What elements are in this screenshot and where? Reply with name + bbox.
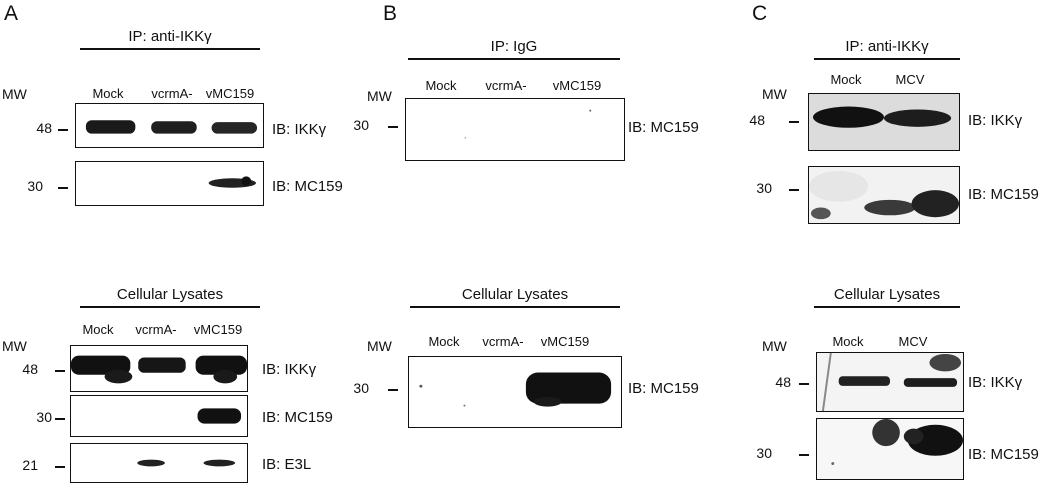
panel-c-lysate-mw-30-tick [799, 454, 809, 456]
panel-a-lysate-ib-e3l: IB: E3L [262, 456, 312, 473]
panel-c-ip-mw-30-tick [789, 189, 799, 191]
panel-b-ip-header: IP: IgG [490, 38, 538, 55]
panel-a-lysate-mw-48: 48 [22, 361, 38, 377]
panel-c-lysate-rule [814, 306, 960, 308]
panel-a-ip-lane-mock: Mock [92, 86, 124, 101]
panel-c-ip-blot-mc159 [808, 166, 960, 224]
panel-c-ip-mw-30: 30 [756, 180, 772, 196]
panel-b-lysate-lane-mock: Mock [428, 334, 460, 349]
panel-c-lysate-blot-mc159 [816, 418, 964, 480]
panel-b-ip-mw-30: 30 [353, 117, 369, 133]
panel-a-lysate-blot-mc159 [70, 395, 248, 437]
panel-a-ip-blot-ikkg [75, 103, 264, 148]
panel-a-ip-lane-vmc159: vMC159 [205, 86, 255, 101]
panel-a-lysate-lane-mock: Mock [82, 322, 114, 337]
panel-c-ip-ib-ikkg: IB: IKKγ [968, 112, 1023, 129]
panel-c-lysate-mw-48-tick [799, 383, 809, 385]
panel-a-lysate-header: Cellular Lysates [116, 286, 224, 303]
panel-b-lysate-mw-label: MW [367, 338, 392, 354]
panel-a-letter: A [4, 2, 19, 25]
panel-c-ip-lane-mcv: MCV [895, 72, 925, 87]
panel-a-lysate-ib-ikkg: IB: IKKγ [262, 361, 317, 378]
panel-b-ip-mw-label: MW [367, 88, 392, 104]
panel-b-ip-lane-mock: Mock [425, 78, 457, 93]
panel-c-ip-header: IP: anti-IKKγ [845, 38, 929, 55]
panel-a-ip-lane-vcrma: vcrmA- [151, 86, 193, 101]
panel-b-ip-blot-mc159 [405, 98, 625, 161]
panel-b-ip-lane-vcrma: vcrmA- [485, 78, 527, 93]
panel-b-ip-ib-mc159: IB: MC159 [628, 119, 699, 136]
panel-a-lysate-blot-ikkg [70, 345, 248, 392]
panel-c-lysate-header: Cellular Lysates [833, 286, 941, 303]
panel-c-lysate-mw-48: 48 [775, 374, 791, 390]
panel-a-lysate-mw-label: MW [2, 338, 27, 354]
panel-c-ip-mw-48-tick [789, 121, 799, 123]
panel-a-lysate-mw-21-tick [55, 466, 65, 468]
panel-c-ip-ib-mc159: IB: MC159 [968, 186, 1039, 203]
panel-a-lysate-mw-21: 21 [22, 457, 38, 473]
panel-a-ip-ib-ikkg: IB: IKKγ [272, 121, 327, 138]
panel-a-lysate-mw-48-tick [55, 370, 65, 372]
panel-b-ip-lane-vmc159: vMC159 [552, 78, 602, 93]
panel-b-letter: B [383, 2, 398, 25]
panel-c-lysate-lane-mcv: MCV [898, 334, 928, 349]
panel-a-lysate-mw-30: 30 [36, 409, 52, 425]
panel-c-ip-rule [814, 58, 960, 60]
panel-a-ip-blot-mc159 [75, 161, 264, 206]
panel-a-ip-mw-label: MW [2, 86, 27, 102]
panel-a-ip-mw-48-tick [58, 129, 68, 131]
panel-c-lysate-blot-ikkg [816, 352, 964, 412]
panel-c-lysate-lane-mock: Mock [832, 334, 864, 349]
panel-b-lysate-rule [410, 306, 620, 308]
panel-c-lysate-ib-mc159: IB: MC159 [968, 446, 1039, 463]
panel-c-ip-mw-label: MW [762, 86, 787, 102]
panel-c-ip-lane-mock: Mock [830, 72, 862, 87]
panel-a-lysate-mw-30-tick [55, 418, 65, 420]
panel-a-ip-mw-30: 30 [27, 178, 43, 194]
panel-c-ip-mw-48: 48 [749, 112, 765, 128]
panel-c-lysate-ib-ikkg: IB: IKKγ [968, 374, 1023, 391]
panel-b-lysate-mw-30-tick [388, 389, 398, 391]
panel-b-ip-rule [408, 58, 620, 60]
panel-a-ip-header: IP: anti-IKKγ [128, 28, 212, 45]
panel-c-lysate-mw-label: MW [762, 338, 787, 354]
panel-a-lysate-blot-e3l [70, 443, 248, 483]
panel-b-lysate-blot-mc159 [408, 356, 622, 428]
panel-c-ip-blot-ikkg [808, 93, 960, 151]
panel-b-lysate-header: Cellular Lysates [461, 286, 569, 303]
panel-a-ip-ib-mc159: IB: MC159 [272, 178, 343, 195]
panel-a-ip-mw-48: 48 [36, 120, 52, 136]
panel-b-lysate-lane-vmc159: vMC159 [540, 334, 590, 349]
panel-b-ip-mw-30-tick [388, 126, 398, 128]
panel-a-ip-rule [80, 48, 260, 50]
panel-b-lysate-ib-mc159: IB: MC159 [628, 380, 699, 397]
panel-c-letter: C [752, 2, 768, 25]
panel-a-lysate-lane-vcrma: vcrmA- [135, 322, 177, 337]
panel-a-lysate-lane-vmc159: vMC159 [193, 322, 243, 337]
panel-a-lysate-ib-mc159: IB: MC159 [262, 409, 333, 426]
panel-a-lysate-rule [80, 306, 260, 308]
panel-b-lysate-lane-vcrma: vcrmA- [482, 334, 524, 349]
panel-c-lysate-mw-30: 30 [756, 445, 772, 461]
panel-a-ip-mw-30-tick [58, 187, 68, 189]
panel-b-lysate-mw-30: 30 [353, 380, 369, 396]
